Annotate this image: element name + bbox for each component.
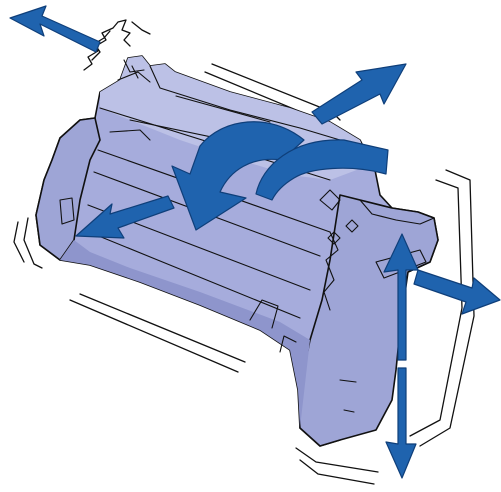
arrow-up-icon (383, 233, 419, 361)
arrow-right-icon (413, 269, 501, 315)
curved-arrow-icon (255, 139, 389, 201)
motion-arrows (9, 5, 501, 479)
toner-cartridge-icon (35, 55, 439, 447)
arrow-up-left-icon (9, 5, 101, 53)
arrow-up-right-icon (311, 63, 407, 125)
arrow-down-icon (385, 367, 417, 479)
curved-arrow-icon (171, 121, 305, 231)
arrow-left-icon (75, 195, 175, 239)
